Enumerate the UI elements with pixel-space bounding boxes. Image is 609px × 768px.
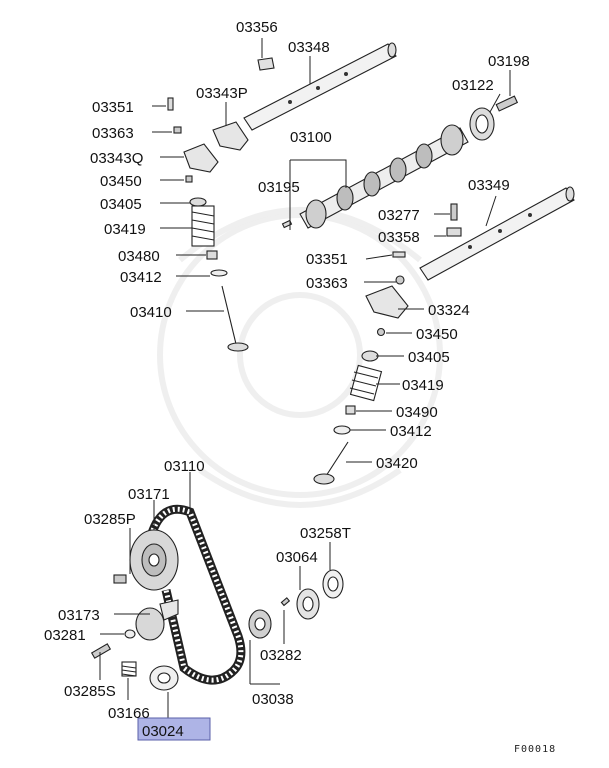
label-03173[interactable]: 03173: [58, 607, 100, 624]
label-03419-lower[interactable]: 03419: [402, 377, 444, 394]
label-03412-lower[interactable]: 03412: [390, 423, 432, 440]
bolt-03277: [450, 203, 458, 221]
plate-03358: [446, 227, 462, 237]
label-03258t[interactable]: 03258T: [300, 525, 351, 542]
spring-seat-lower: [333, 425, 351, 435]
label-03343q[interactable]: 03343Q: [90, 150, 143, 167]
bolt-03285s: [90, 643, 112, 659]
camshaft-sprocket: [129, 529, 179, 591]
retainer-lower: [361, 350, 379, 362]
label-03324[interactable]: 03324: [428, 302, 470, 319]
key-03282: [280, 597, 291, 607]
spring-seat-upper: [210, 269, 228, 277]
rocker-shaft-spring: [257, 57, 275, 71]
flange-03258t: [322, 569, 344, 599]
label-03351-upper[interactable]: 03351: [92, 99, 134, 116]
label-03038[interactable]: 03038: [252, 691, 294, 708]
label-03198[interactable]: 03198: [488, 53, 530, 70]
rocker-arm-p: [212, 121, 249, 151]
rocker-shaft-upper: [243, 42, 397, 131]
label-03285s[interactable]: 03285S: [64, 683, 116, 700]
adjust-screw-lower: [392, 251, 406, 258]
label-03420[interactable]: 03420: [376, 455, 418, 472]
label-03349[interactable]: 03349: [468, 177, 510, 194]
label-03064[interactable]: 03064: [276, 549, 318, 566]
label-03450-lower[interactable]: 03450: [416, 326, 458, 343]
label-03480[interactable]: 03480: [118, 248, 160, 265]
label-03490[interactable]: 03490: [396, 404, 438, 421]
label-03100[interactable]: 03100: [290, 129, 332, 146]
belt-guide-03024: [149, 665, 179, 691]
washer-03281: [124, 629, 136, 639]
label-03363-lower[interactable]: 03363: [306, 275, 348, 292]
rocker-arm-exhaust: [365, 285, 409, 319]
label-03343p[interactable]: 03343P: [196, 85, 248, 102]
exhaust-valve: [313, 441, 349, 485]
label-03348[interactable]: 03348: [288, 39, 330, 56]
label-03358[interactable]: 03358: [378, 229, 420, 246]
valve-lock-lower: [376, 327, 386, 337]
label-03171[interactable]: 03171: [128, 486, 170, 503]
label-03282[interactable]: 03282: [260, 647, 302, 664]
label-03405-upper[interactable]: 03405: [100, 196, 142, 213]
label-03363-upper[interactable]: 03363: [92, 125, 134, 142]
figure-code: F00018: [514, 744, 556, 755]
nut-lower: [395, 275, 405, 285]
label-03450-upper[interactable]: 03450: [100, 173, 142, 190]
camshaft-bolt: [495, 95, 519, 112]
sprocket-bolt: [113, 574, 127, 584]
nut-upper: [173, 126, 182, 134]
retainer-upper: [189, 197, 207, 207]
valve-spring-lower: [349, 364, 383, 402]
label-03024[interactable]: 03024: [142, 723, 184, 740]
timing-belt: [145, 504, 246, 685]
valve-seal-lower: [345, 405, 356, 415]
valve-lock-upper: [185, 175, 193, 183]
valve-spring-upper: [191, 205, 215, 247]
camshaft: [299, 124, 469, 229]
label-03277[interactable]: 03277: [378, 207, 420, 224]
label-03166[interactable]: 03166: [108, 705, 150, 722]
valve-seal-upper: [206, 250, 218, 260]
label-03281[interactable]: 03281: [44, 627, 86, 644]
label-03351-lower[interactable]: 03351: [306, 251, 348, 268]
camshaft-oil-seal: [469, 107, 495, 141]
tensioner-pulley: [135, 599, 179, 641]
label-03405-lower[interactable]: 03405: [408, 349, 450, 366]
rocker-arm-q: [183, 143, 219, 173]
tensioner-spring: [121, 661, 137, 677]
camshaft-dowel-pin: [281, 219, 293, 229]
rocker-shaft-lower: [419, 186, 575, 281]
label-03356[interactable]: 03356: [236, 19, 278, 36]
label-03122[interactable]: 03122: [452, 77, 494, 94]
crankshaft-sprocket: [248, 609, 272, 639]
flange-03064: [296, 588, 320, 620]
label-03110[interactable]: 03110: [164, 458, 205, 475]
label-03285p[interactable]: 03285P: [84, 511, 136, 528]
label-03419-upper[interactable]: 03419: [104, 221, 146, 238]
adjust-screw-upper: [167, 97, 174, 111]
label-03412-upper[interactable]: 03412: [120, 269, 162, 286]
highlight-box-03024[interactable]: [137, 717, 211, 741]
label-03410[interactable]: 03410: [130, 304, 172, 321]
label-03195[interactable]: 03195: [258, 179, 300, 196]
intake-valve: [221, 285, 249, 352]
leader-lines: [99, 38, 511, 718]
part-labels: 03356 03348 03198 03122 03351 03343P 033…: [44, 19, 556, 755]
